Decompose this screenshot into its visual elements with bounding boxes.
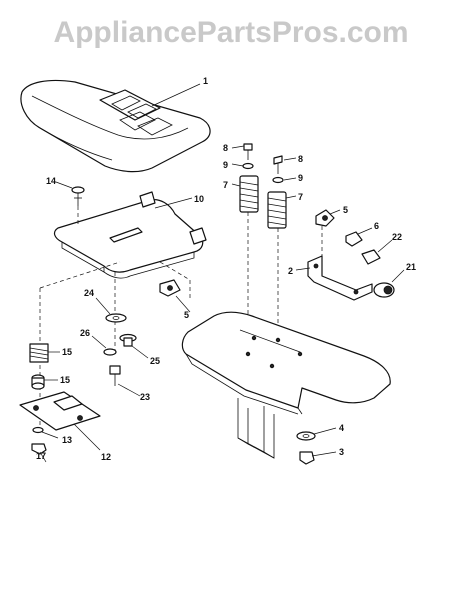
nut-part-6-right[interactable] [345, 231, 363, 247]
bracket-part-12[interactable] [19, 391, 101, 431]
callout-25: 25 [150, 356, 160, 366]
callout-12: 12 [101, 452, 111, 462]
seat-pan-part[interactable] [53, 191, 207, 279]
nut-part-6-left[interactable] [159, 279, 181, 297]
callout-2: 2 [288, 266, 293, 276]
bolt-part-14[interactable] [71, 186, 85, 206]
callout-9-left: 9 [223, 160, 228, 170]
washer-part-24[interactable] [105, 313, 127, 323]
bushing-part-25[interactable] [119, 333, 137, 347]
knob-part-21[interactable] [373, 282, 395, 298]
callout-7-left: 7 [223, 180, 228, 190]
callout-9-right: 9 [298, 173, 303, 183]
washer-part-4[interactable] [296, 431, 316, 441]
washer-part-13[interactable] [32, 426, 44, 434]
nut-part-17[interactable] [31, 443, 47, 455]
callout-15-upper: 15 [62, 347, 72, 357]
callout-13: 13 [62, 435, 72, 445]
spring-part-7-right[interactable] [267, 191, 287, 229]
seat-part[interactable] [20, 79, 211, 173]
callout-7-right: 7 [298, 192, 303, 202]
callout-22: 22 [392, 232, 402, 242]
nut-part-22[interactable] [361, 249, 381, 265]
callout-10: 10 [194, 194, 204, 204]
callout-4: 4 [339, 423, 344, 433]
callout-15-lower: 15 [60, 375, 70, 385]
callout-5-right: 5 [343, 205, 348, 215]
nut-part-3[interactable] [299, 451, 315, 465]
callout-8-right: 8 [298, 154, 303, 164]
callout-3: 3 [339, 447, 344, 457]
fender-frame-part[interactable] [181, 311, 391, 459]
bushing-part-15-lower[interactable] [31, 374, 45, 390]
callout-1: 1 [203, 76, 208, 86]
callout-24: 24 [84, 288, 94, 298]
callout-6-right: 6 [374, 221, 379, 231]
bracket-part-2[interactable] [307, 255, 373, 301]
watermark-text: AppliancePartsPros.com [53, 16, 409, 49]
bolt-part-8-right[interactable] [273, 155, 283, 174]
washer-part-9-left[interactable] [242, 162, 254, 170]
bolt-part-8-left[interactable] [243, 143, 253, 160]
callout-23: 23 [140, 392, 150, 402]
spring-part-15[interactable] [29, 343, 49, 363]
callout-21: 21 [406, 262, 416, 272]
callout-17: 17 [36, 451, 46, 461]
nut-part-5-right[interactable] [315, 209, 335, 227]
spring-part-7-left[interactable] [239, 175, 259, 213]
callout-8-left: 8 [223, 143, 228, 153]
callout-26: 26 [80, 328, 90, 338]
callout-14: 14 [46, 176, 56, 186]
washer-part-26[interactable] [103, 348, 117, 356]
washer-part-9-right[interactable] [272, 176, 284, 184]
bolt-part-23[interactable] [109, 365, 121, 386]
callout-5-left: 5 [184, 310, 189, 320]
